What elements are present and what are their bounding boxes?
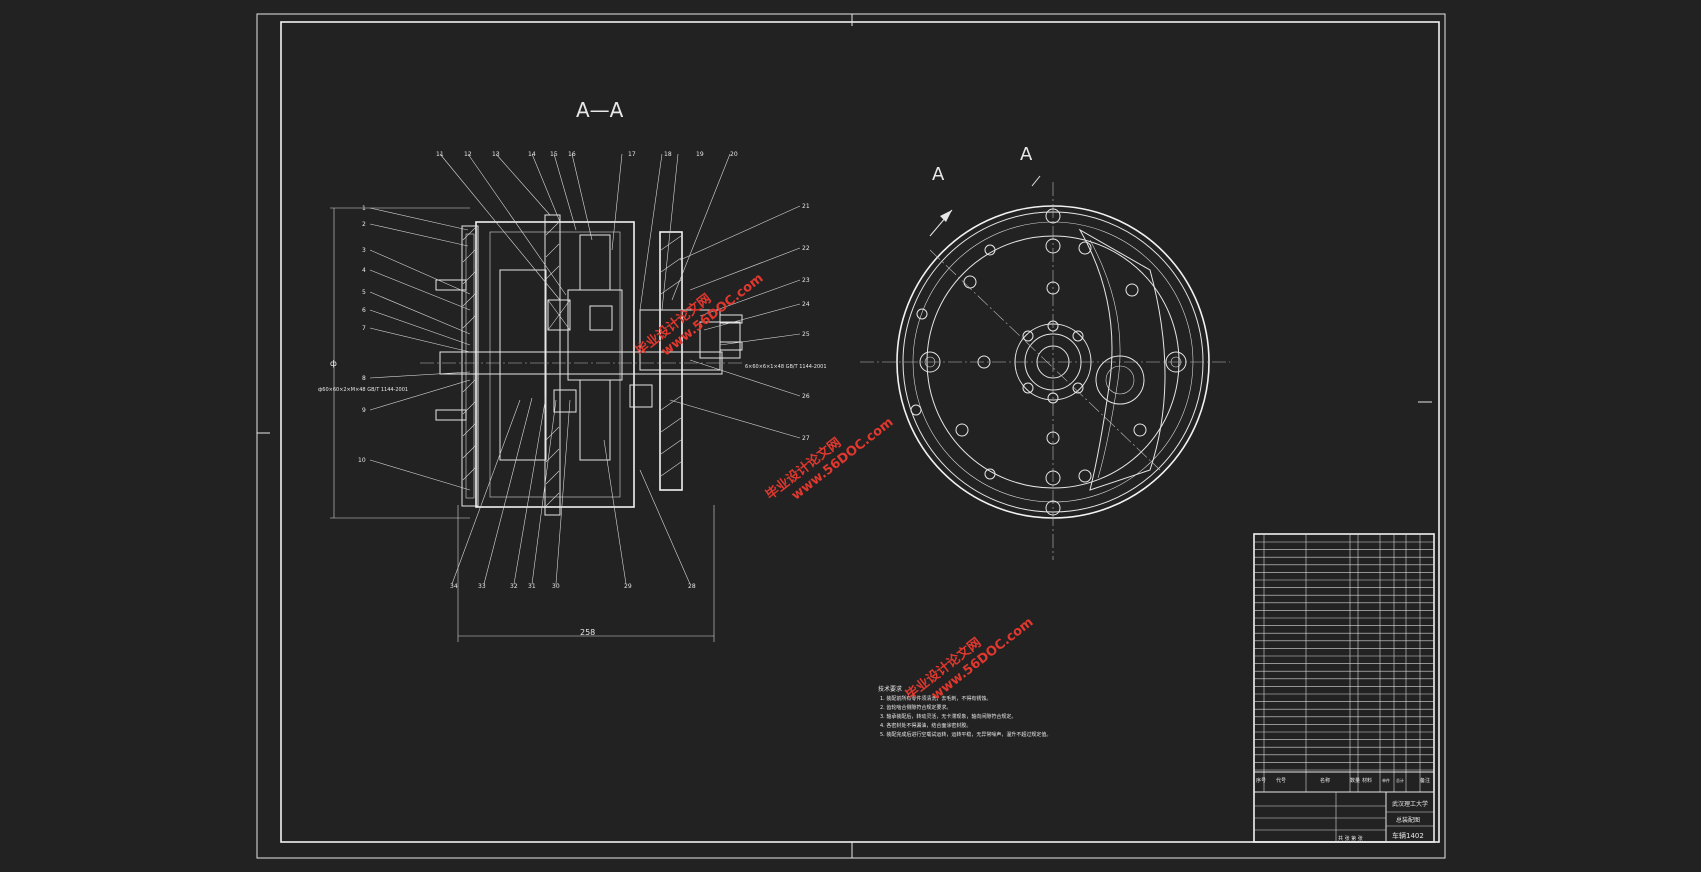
balloon-13: 13 (492, 151, 500, 158)
balloon-34: 34 (450, 583, 458, 590)
balloon-23: 23 (802, 277, 810, 284)
balloon-7: 7 (362, 325, 366, 332)
balloon-24: 24 (802, 301, 810, 308)
balloon-12: 12 (464, 151, 472, 158)
leader-lines (369, 153, 801, 585)
col-material: 材料 (1362, 777, 1372, 784)
tech-line-2: 2. 齿轮啮合侧隙符合规定要求。 (880, 704, 951, 711)
balloon-22: 22 (802, 245, 810, 252)
col-unit: 单件 (1382, 777, 1390, 783)
parts-list (1253, 533, 1435, 843)
balloon-10: 10 (358, 457, 366, 464)
sheet-info: 共 张 第 张 (1338, 835, 1363, 842)
balloon-8: 8 (362, 375, 366, 382)
col-code: 代号 (1276, 777, 1286, 784)
balloon-6: 6 (362, 307, 366, 314)
balloon-16: 16 (568, 151, 576, 158)
balloon-27: 27 (802, 435, 810, 442)
balloon-14: 14 (528, 151, 536, 158)
tech-line-5: 5. 装配完成后进行空载试运转，运转平稳，无异常噪声，温升不超过规定值。 (880, 731, 1051, 738)
leader-note-right: 6×60×6×1×48 GB/T 1144-2001 (745, 364, 827, 370)
balloon-11: 11 (436, 151, 444, 158)
balloon-9: 9 (362, 407, 366, 414)
leader-note-left: ф60×60×2×M×48 GB/T 1144-2001 (318, 387, 408, 393)
balloon-31: 31 (528, 583, 536, 590)
balloon-21: 21 (802, 203, 810, 210)
balloon-19: 19 (696, 151, 704, 158)
sheet-border (256, 13, 1446, 859)
section-title: A—A (576, 98, 624, 122)
section-view (330, 207, 743, 642)
col-remark: 备注 (1420, 777, 1430, 784)
tech-heading: 技术要求 (878, 685, 902, 693)
view-label-top: A (1020, 144, 1033, 165)
balloon-20: 20 (730, 151, 738, 158)
col-total: 总计 (1396, 777, 1404, 783)
balloon-1: 1 (362, 205, 366, 212)
parts-list-header: 序号 代号 名称 数量 材料 单件 总计 备注 (1256, 777, 1430, 784)
balloon-18: 18 (664, 151, 672, 158)
balloons-right: 21 22 23 24 25 26 27 (802, 203, 810, 442)
balloon-2: 2 (362, 221, 366, 228)
balloon-4: 4 (362, 267, 366, 274)
balloon-17: 17 (628, 151, 636, 158)
balloon-26: 26 (802, 393, 810, 400)
col-qty: 数量 (1350, 777, 1360, 784)
balloon-28: 28 (688, 583, 696, 590)
balloons-left: 1 2 3 4 5 6 7 8 9 10 (358, 205, 366, 464)
col-name: 名称 (1320, 777, 1330, 784)
watermark-1: 毕业设计论文网 www.56DOC.com (763, 415, 897, 504)
dimension-left: ф (330, 359, 337, 368)
front-view (860, 175, 1230, 560)
balloon-30: 30 (552, 583, 560, 590)
col-seq: 序号 (1256, 777, 1266, 784)
balloons-top: 11 12 13 14 15 16 17 18 19 20 (436, 151, 738, 158)
tech-line-1: 1. 装配前所有零件须清洗，去毛刺，不得有锈蚀。 (880, 695, 991, 702)
balloon-25: 25 (802, 331, 810, 338)
balloons-bottom: 34 33 32 31 30 29 28 (450, 583, 696, 590)
balloon-5: 5 (362, 289, 366, 296)
drawing-name: 总装配图 (1396, 816, 1420, 824)
balloon-32: 32 (510, 583, 518, 590)
drawing-number: 车辆1402 (1392, 831, 1424, 840)
view-label-arrow: A (932, 164, 945, 185)
balloon-29: 29 (624, 583, 632, 590)
balloon-3: 3 (362, 247, 366, 254)
tech-line-3: 3. 轴承装配后，转动灵活，无卡滞现象，轴向间隙符合规定。 (880, 713, 1016, 720)
balloon-15: 15 (550, 151, 558, 158)
balloon-33: 33 (478, 583, 486, 590)
tech-line-4: 4. 各密封处不得漏油，结合面涂密封胶。 (880, 722, 971, 729)
technical-requirements: 技术要求 1. 装配前所有零件须清洗，去毛刺，不得有锈蚀。 2. 齿轮啮合侧隙符… (878, 685, 1051, 738)
watermark-2: 毕业设计论文网 www.56DOC.com (633, 271, 767, 360)
school-name: 武汉理工大学 (1392, 800, 1428, 808)
dimension-bottom: 258 (580, 628, 595, 637)
